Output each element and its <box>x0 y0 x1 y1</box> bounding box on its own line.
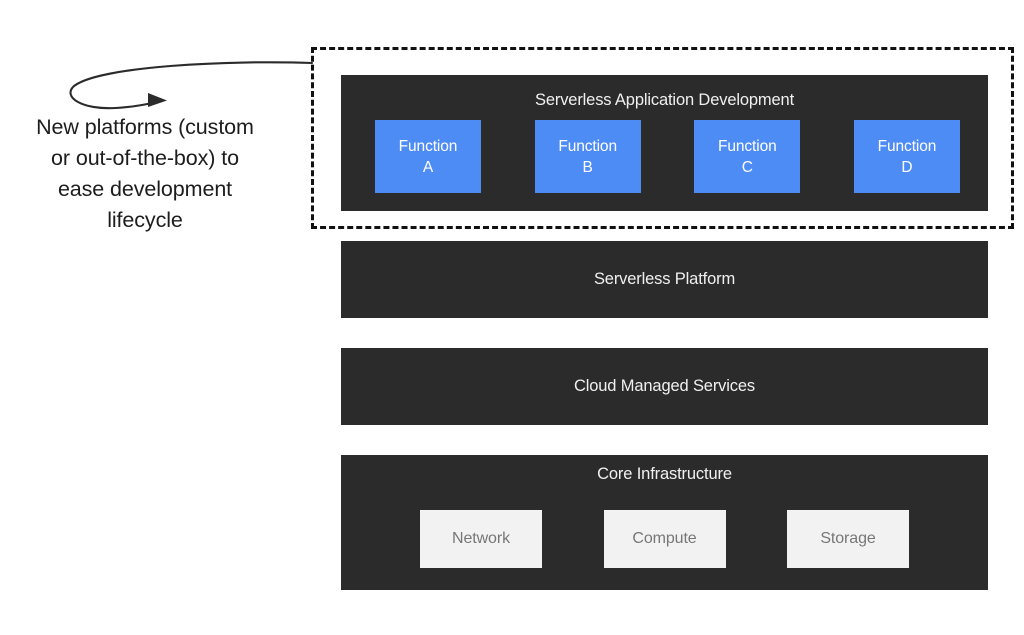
annotation-line-4: lifecycle <box>107 208 183 232</box>
layer-cloud-managed-services[interactable]: Cloud Managed Services <box>341 348 988 425</box>
layer-core-infrastructure[interactable]: Core Infrastructure Network Compute Stor… <box>341 455 988 590</box>
function-box-label-line2: B <box>582 158 593 176</box>
function-box-label-line2: D <box>901 158 913 176</box>
function-box-label-line2: A <box>422 158 434 176</box>
layer-title: Serverless Platform <box>593 270 736 288</box>
layer-title: Cloud Managed Services <box>573 377 756 395</box>
core-box-network[interactable]: Network <box>420 510 542 568</box>
core-box-storage[interactable]: Storage <box>787 510 909 568</box>
annotation-line-3: ease development <box>57 177 233 201</box>
curved-arrow-icon <box>69 61 314 110</box>
core-box-compute[interactable]: Compute <box>603 510 726 568</box>
highlight-dashed-box <box>311 47 1014 229</box>
function-box-b[interactable]: Function B <box>534 120 641 193</box>
function-box-label-line1: Function <box>398 137 458 155</box>
annotation-line-2: or out-of-the-box) to <box>51 146 239 170</box>
layer-serverless-platform[interactable]: Serverless Platform <box>341 241 988 318</box>
function-box-label-line1: Function <box>877 137 937 155</box>
function-box-a[interactable]: Function A <box>375 120 481 193</box>
core-box-row: Network Compute Storage <box>420 510 909 568</box>
function-box-row: Function A Function B Function C Functio… <box>375 120 960 193</box>
function-box-d[interactable]: Function D <box>853 120 960 193</box>
layer-serverless-application-development[interactable]: Serverless Application Development Funct… <box>341 75 988 211</box>
function-box-label-line1: Function <box>558 137 617 155</box>
annotation-line-1: New platforms (custom <box>36 115 254 139</box>
function-box-label-line1: Function <box>717 137 777 155</box>
function-box-c[interactable]: Function C <box>694 120 801 193</box>
function-box-label-line2: C <box>741 158 753 176</box>
annotation-text: New platforms (custom or out-of-the-box)… <box>8 112 282 236</box>
layer-title: Core Infrastructure <box>597 465 732 483</box>
layer-title: Serverless Application Development <box>534 91 795 109</box>
